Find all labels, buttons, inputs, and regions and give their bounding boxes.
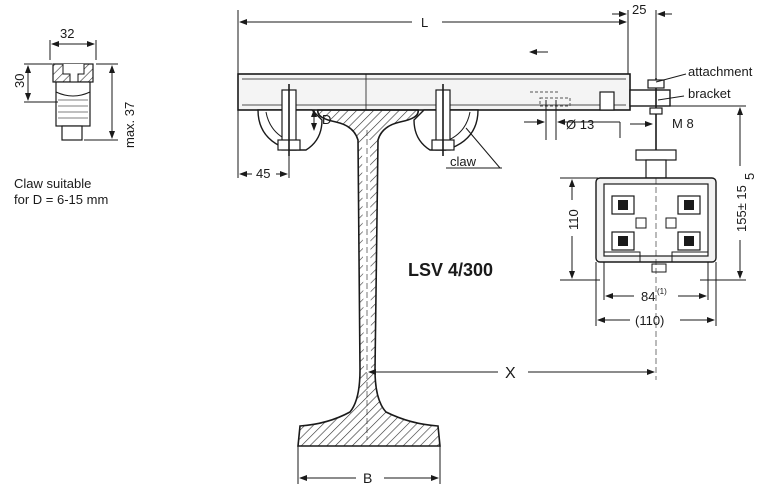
dim-110h-lines: [595, 262, 717, 326]
dim-D: D: [322, 112, 331, 127]
dim-110h: (110): [635, 313, 664, 328]
callout-claw: claw: [450, 154, 477, 169]
dim-155: 155± 15: [734, 185, 749, 232]
dim-B: B: [363, 470, 372, 486]
dim-25: 25: [632, 2, 646, 17]
dim-M8: M 8: [672, 116, 694, 131]
dim-155-lines: [660, 105, 746, 281]
dim-13-lines: [524, 100, 621, 140]
claw-note: Claw suitable for D = 6-15 mm: [14, 176, 108, 208]
dim-84-sup: (1): [657, 287, 667, 296]
model-label: LSV 4/300: [408, 260, 493, 280]
claw-note-line2: for D = 6-15 mm: [14, 192, 109, 207]
dim-32: 32: [60, 26, 74, 41]
callout-bracket: bracket: [688, 86, 731, 101]
dim-X: X: [505, 365, 516, 382]
dim-L: L: [421, 15, 428, 30]
dim-max37: max. 37: [122, 102, 137, 148]
claw-right: [413, 84, 615, 156]
dim-84: 84: [641, 289, 655, 304]
dim-110v-lines: [560, 177, 600, 281]
dim-B-lines: [297, 446, 441, 484]
top-dimensions: [237, 10, 672, 86]
dim-84-lines: [603, 262, 709, 300]
callout-attachment: attachment: [688, 64, 753, 79]
support-beam: [237, 73, 631, 111]
dim-5: 5: [742, 173, 757, 180]
claw-detail: [24, 40, 118, 141]
dim-110v: 110: [566, 209, 581, 230]
conductor-housing: [595, 177, 717, 380]
claw-note-line1: Claw suitable: [14, 176, 92, 191]
dim-45: 45: [256, 166, 270, 181]
dim-13: Ø 13: [566, 117, 594, 132]
attachment-bracket: [629, 78, 677, 192]
dim-30: 30: [12, 74, 27, 88]
dim-45-lines: [237, 110, 290, 178]
claw-left: [257, 84, 323, 156]
